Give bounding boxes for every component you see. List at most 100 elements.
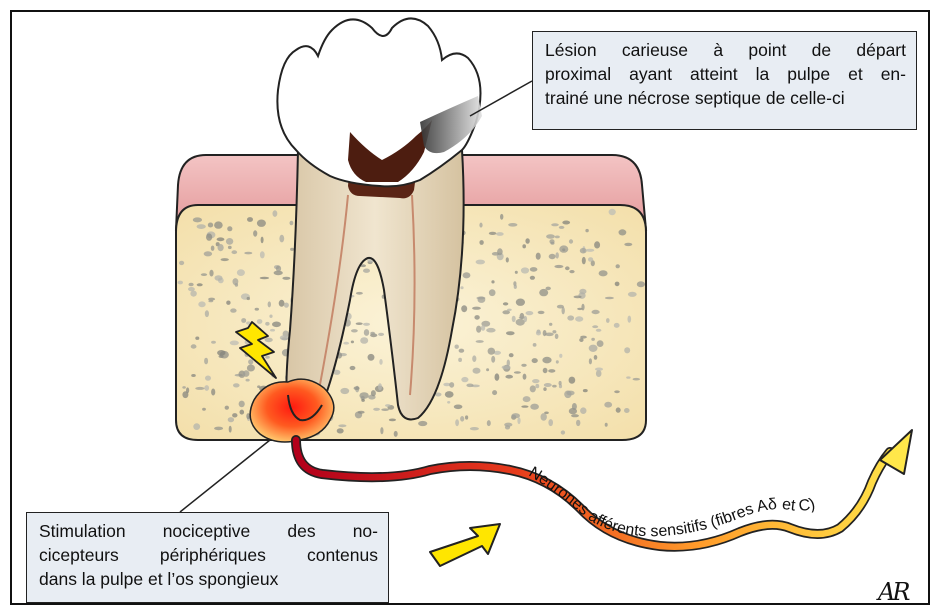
bone-pore [517,417,520,424]
bone-pore [290,221,294,226]
bone-pore [479,240,483,245]
bone-pore [257,385,260,388]
bone-pore [605,297,614,299]
bone-pore [290,248,294,251]
bone-pore [269,315,272,318]
bone-pore [557,305,564,309]
bone-pore [193,217,202,222]
bone-pore [552,385,557,388]
bone-pore [508,223,517,227]
bone-pore [506,331,515,335]
bone-pore [538,311,545,314]
bone-pore [614,323,620,328]
bone-pore [514,371,521,374]
bone-pore [272,322,281,328]
bone-pore [418,421,427,426]
bone-pore [179,261,184,265]
bone-pore [247,217,253,222]
bone-pore [541,413,547,421]
bone-pore [379,359,382,365]
bone-pore [561,430,565,434]
bone-pore [228,417,234,422]
bone-pore [548,369,555,373]
bone-pore [624,347,630,353]
bone-pore [218,244,224,251]
bone-pore [193,423,200,430]
bone-pore [343,342,349,345]
bone-pore [580,248,587,254]
bone-pore [268,301,271,307]
bone-pore [525,238,529,244]
bone-pore [246,379,250,382]
bone-pore [178,281,183,285]
bone-pore [360,337,368,344]
bone-pore [460,286,463,289]
bone-pore [373,408,380,411]
arrow-icon [430,524,500,566]
bone-pore [512,316,516,322]
bone-pore [195,337,199,340]
bone-pore [394,431,398,437]
bone-pore [198,301,205,307]
bone-pore [609,209,616,215]
bone-pore [615,282,620,287]
bone-pore [340,388,349,394]
bone-pore [533,343,537,347]
bone-pore [389,419,396,422]
bone-pore [361,399,365,402]
bone-pore [505,375,513,379]
bone-pore [280,335,289,340]
bone-pore [455,419,459,426]
bone-pore [474,315,479,320]
bone-pore [240,410,245,415]
bone-pore [516,299,525,306]
bone-pore [491,356,495,363]
bone-pore [204,358,208,365]
bone-pore [637,281,645,287]
bone-pore [195,387,204,390]
bone-pore [516,319,525,326]
leader-line-bottom [180,440,270,512]
bone-pore [556,360,559,363]
bone-pore [596,370,602,377]
bone-pore [253,230,257,236]
bone-pore [489,232,497,235]
bone-pore [515,271,518,274]
bone-pore [211,246,215,251]
bone-pore [536,253,541,260]
bone-pore [229,426,232,433]
bone-pore [227,226,232,231]
bone-pore [217,237,225,241]
bone-pore [539,289,548,296]
bone-pore [594,355,598,360]
callout-bottom-line-1: Stimulation nociceptive des no- [39,519,378,543]
bone-pore [524,316,528,322]
bone-pore [351,341,354,344]
bone-pore [624,408,630,413]
bone-pore [189,283,194,287]
bone-pore [492,390,497,395]
bone-pore [209,270,213,277]
bone-pore [257,319,263,324]
bone-pore [596,329,602,332]
bone-pore [572,403,577,410]
bone-pore [378,383,382,390]
bone-pore [233,383,240,387]
bone-pore [232,413,237,417]
bone-pore [204,251,212,256]
bone-pore [589,358,592,364]
bone-pore [273,210,278,217]
bone-pore [461,305,467,312]
bone-pore [476,326,481,333]
bone-pore [284,303,289,308]
callout-nociceptive-stimulation: Stimulation nociceptive des no- cicepteu… [26,512,389,603]
bone-pore [616,264,620,268]
bone-pore [351,329,358,332]
bone-pore [208,223,213,228]
bone-pore [583,389,588,392]
bone-pore [580,336,587,339]
bone-pore [279,235,284,243]
bone-pore [476,340,484,343]
bone-pore [571,414,579,417]
bone-pore [221,258,229,261]
